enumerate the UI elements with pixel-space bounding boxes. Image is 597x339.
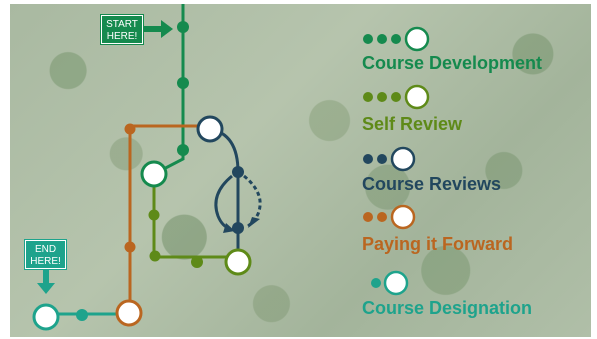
paying-it-forward-line: [128, 124, 207, 310]
course-designation-step: [76, 309, 88, 321]
process-diagram: START HERE! END HERE!: [24, 4, 262, 331]
course-reviews-loop: [214, 174, 233, 231]
end-sign-line2: HERE!: [30, 256, 61, 267]
legend-label: Course Development: [362, 53, 543, 73]
end-arrow-icon: [43, 270, 49, 284]
course-reviews-line: [209, 127, 240, 259]
legend-label: Course Reviews: [362, 174, 502, 194]
course-reviews-dots-icon: [363, 146, 416, 172]
self-review-line: [152, 184, 238, 259]
dashed-loop-arrow-icon: [248, 217, 260, 228]
slide: START HERE! END HERE! Course Development: [10, 4, 591, 337]
self-review-step: [148, 209, 160, 221]
legend-label: Course Designation: [362, 298, 533, 318]
paying-it-forward-step: [124, 123, 136, 135]
course-reviews-step: [232, 166, 244, 178]
course-development-step: [177, 144, 189, 156]
paying-it-forward-step: [124, 241, 136, 253]
course-development-step: [177, 77, 189, 89]
course-reviews-dashed-loop: [243, 174, 262, 228]
paying-it-forward-dots-icon: [363, 204, 416, 230]
course-designation-dots-icon: [371, 270, 409, 296]
course-development-step: [177, 21, 189, 33]
start-arrow-head-icon: [161, 20, 173, 38]
end-sign: END HERE!: [24, 239, 67, 294]
end-sign-line1: END: [35, 244, 56, 255]
start-arrow-icon: [144, 26, 162, 32]
legend-label: Paying it Forward: [362, 234, 514, 254]
paying-it-forward-milestone: [115, 299, 143, 327]
self-review-dots-icon: [363, 84, 430, 110]
course-designation-milestone: [32, 303, 60, 331]
start-sign: START HERE!: [100, 14, 173, 45]
self-review-milestone: [224, 248, 252, 276]
legend-label: Self Review: [362, 114, 463, 134]
course-reviews-milestone: [196, 115, 224, 143]
start-sign-line2: HERE!: [107, 31, 138, 42]
end-arrow-head-icon: [37, 283, 55, 294]
course-development-dots-icon: [363, 26, 430, 52]
start-sign-line1: START: [106, 19, 138, 30]
self-review-step: [149, 250, 161, 262]
self-review-step: [191, 256, 203, 268]
course-reviews-step: [232, 222, 244, 234]
course-development-milestone: [140, 160, 168, 188]
loop-arrow-icon: [223, 223, 235, 233]
